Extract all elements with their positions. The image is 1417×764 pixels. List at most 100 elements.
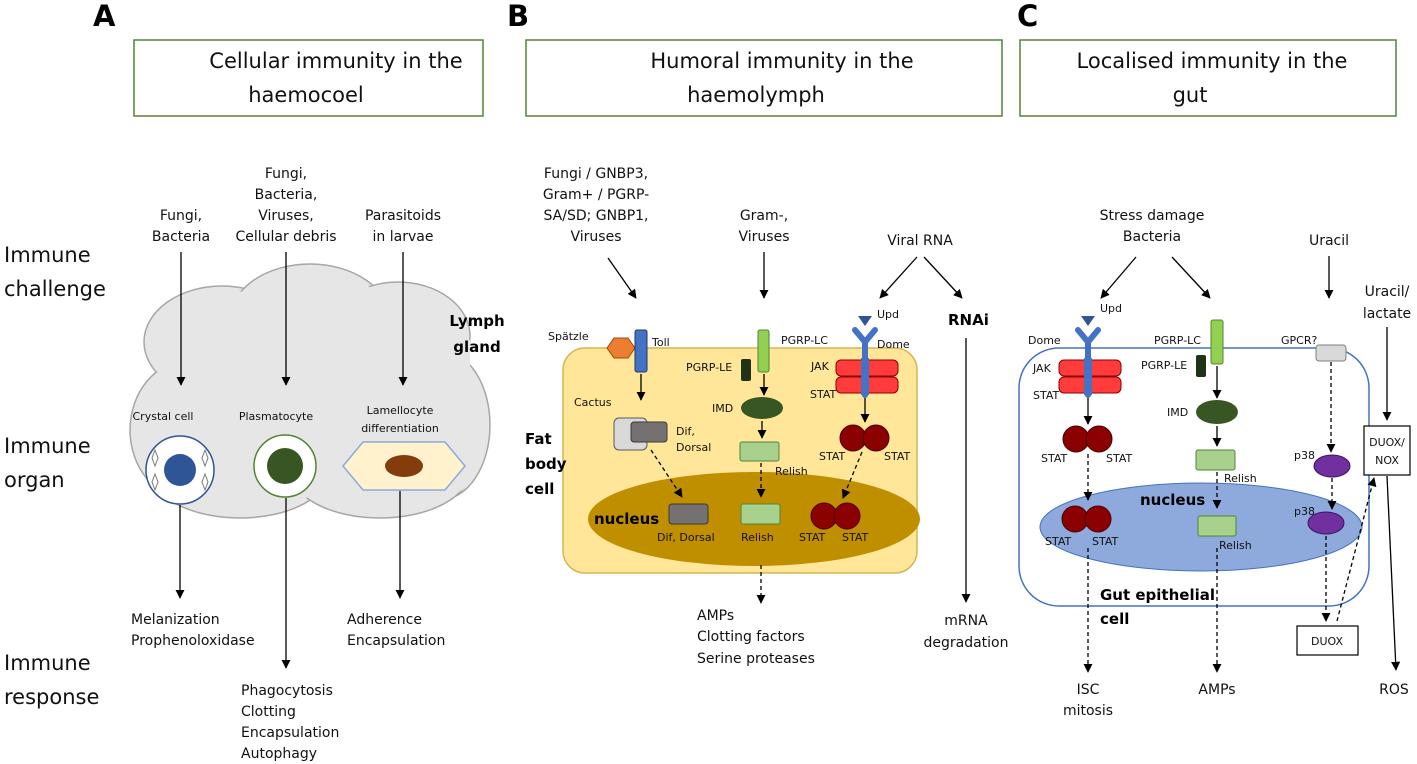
c-pgrp-le-label: PGRP-LE	[1141, 359, 1187, 372]
a-response-3-line1: Adherence	[347, 612, 422, 628]
b-stat-cyto-right-label: STAT	[884, 450, 911, 463]
b-challenge-2-line1: Gram-,	[740, 208, 788, 224]
title-a-line2: haemocoel	[248, 83, 364, 107]
c-arrow-stress-jak	[1100, 256, 1137, 299]
c-stat-receptor-label: STAT	[1033, 389, 1060, 402]
c-stat-nuclear-right-label: STAT	[1092, 535, 1119, 548]
panel-b: Fungi / GNBP3, Gram+ / PGRP- SA/SD; GNBP…	[525, 166, 1009, 667]
fat-body-label-line3: cell	[525, 480, 554, 498]
b-nucleus-label: nucleus	[594, 510, 659, 528]
duox-nox-label-line1: DUOX/	[1369, 436, 1405, 449]
c-jak-label: JAK	[1032, 362, 1052, 375]
a-challenge-2-line4: Cellular debris	[235, 229, 336, 245]
panel-letter-b: B	[507, 0, 529, 33]
title-b-line1: Humoral immunity in the	[650, 49, 913, 73]
c-challenge-3-line2: lactate	[1363, 306, 1411, 322]
c-pgrp-lc-receptor	[1210, 319, 1224, 365]
title-a-line1: Cellular immunity in the	[209, 49, 462, 73]
a-response-2-line4: Autophagy	[241, 746, 317, 762]
dif-dorsal-cytoplasm	[630, 421, 668, 443]
b-pgrp-le-label: PGRP-LE	[686, 361, 732, 374]
panel-c: Stress damage Bacteria Uracil Uracil/ la…	[1018, 208, 1411, 719]
c-imd-label: IMD	[1167, 406, 1188, 419]
c-dome-stem	[1084, 358, 1092, 395]
toll-label: Toll	[651, 336, 670, 349]
crystal-cell-label: Crystal cell	[133, 410, 194, 423]
b-arrow-dif-nucleus	[650, 449, 683, 498]
b-pgrp-le-receptor	[741, 359, 751, 381]
title-box-c	[1019, 39, 1397, 117]
c-response-3: ROS	[1379, 682, 1409, 698]
duox-nox-box	[1363, 425, 1411, 476]
gut-cell-label-line2: cell	[1100, 610, 1129, 628]
gpcr-receptor	[1315, 344, 1347, 362]
a-challenge-2-line2: Bacteria,	[255, 187, 318, 203]
b-pgrp-lc-receptor	[757, 329, 770, 373]
b-upd-label: Upd	[877, 308, 899, 321]
a-response-1-line2: Prophenoloxidase	[131, 633, 255, 649]
c-nucleus-label: nucleus	[1140, 491, 1205, 509]
row-challenge-line2: challenge	[4, 277, 106, 301]
lamellocyte-cell	[342, 441, 466, 491]
c-challenge-1-line2: Bacteria	[1123, 229, 1181, 245]
dif-label-line2: Dorsal	[676, 441, 711, 454]
c-stat-nuclear-left-label: STAT	[1045, 535, 1072, 548]
b-challenge-1-line4: Viruses	[571, 229, 622, 245]
c-stat-nuclear-left	[1061, 505, 1089, 533]
b-response-1-line3: Serine proteases	[697, 651, 815, 667]
plasmatocyte-cell	[253, 434, 317, 498]
b-stat-receptor-label: STAT	[810, 388, 837, 401]
toll-receptor	[634, 329, 648, 373]
b-arrow-stat-nucleus	[841, 451, 863, 499]
rnai-label: RNAi	[948, 311, 989, 329]
c-relish-label: Relish	[1224, 472, 1257, 485]
c-imd-protein	[1196, 400, 1238, 424]
c-p38-label: p38	[1294, 449, 1315, 462]
c-arrow-duox-duoxnox	[1336, 477, 1377, 622]
c-dome-label: Dome	[1028, 334, 1061, 347]
fat-body-label-line1: Fat	[525, 430, 552, 448]
b-dome-label: Dome	[877, 338, 910, 351]
b-stat-cyto-left-label: STAT	[819, 450, 846, 463]
b-response-1-line2: Clotting factors	[697, 629, 805, 645]
c-pgrp-le-receptor	[1196, 355, 1206, 377]
c-response-1-line1: ISC	[1077, 682, 1100, 698]
dif-label-line1: Dif,	[676, 425, 695, 438]
b-response-2-line2: degradation	[923, 635, 1008, 651]
b-stat-nuclear-right-label: STAT	[842, 531, 869, 544]
c-upd-label: Upd	[1100, 302, 1122, 315]
b-challenge-1-line2: Gram+ / PGRP-	[543, 187, 649, 203]
panel-letter-c: C	[1017, 0, 1038, 33]
c-response-1-line2: mitosis	[1063, 703, 1113, 719]
b-challenge-1-line3: SA/SD; GNBP1,	[544, 208, 649, 224]
b-challenge-2-line2: Viruses	[739, 229, 790, 245]
duox-label: DUOX	[1311, 635, 1343, 648]
title-box-b	[525, 39, 1003, 117]
b-relish-cytoplasm	[739, 441, 780, 462]
c-challenge-1-line1: Stress damage	[1100, 208, 1205, 224]
b-challenge-3: Viral RNA	[887, 233, 953, 249]
a-response-2-line1: Phagocytosis	[241, 683, 333, 699]
a-response-3-line2: Encapsulation	[347, 633, 445, 649]
b-challenge-1-line1: Fungi / GNBP3,	[544, 166, 648, 182]
a-challenge-3-line2: in larvae	[373, 229, 434, 245]
panel-a: Fungi, Bacteria Fungi, Bacteria, Viruses…	[129, 166, 505, 762]
gpcr-label: GPCR?	[1281, 334, 1317, 347]
gut-cell-label-line1: Gut epithelial	[1100, 586, 1215, 604]
b-arrow-viral-jak	[879, 256, 918, 299]
b-arrow-challenge-1	[607, 257, 637, 299]
b-jak-label: JAK	[810, 360, 830, 373]
a-response-2-line3: Encapsulation	[241, 725, 339, 741]
plasmatocyte-label: Plasmatocyte	[239, 410, 314, 423]
row-organ-line2: organ	[4, 468, 65, 492]
duox-nox-label-line2: NOX	[1375, 454, 1399, 467]
cactus-label: Cactus	[574, 396, 612, 409]
lymph-gland-label-line2: gland	[453, 338, 500, 356]
title-c-line2: gut	[1173, 83, 1208, 107]
c-challenge-2: Uracil	[1309, 233, 1349, 249]
panel-letter-a: A	[93, 0, 116, 33]
c-response-2: AMPs	[1198, 682, 1235, 698]
b-stat-nuclear-left	[810, 502, 838, 530]
c-p38-nuclear	[1307, 511, 1345, 535]
